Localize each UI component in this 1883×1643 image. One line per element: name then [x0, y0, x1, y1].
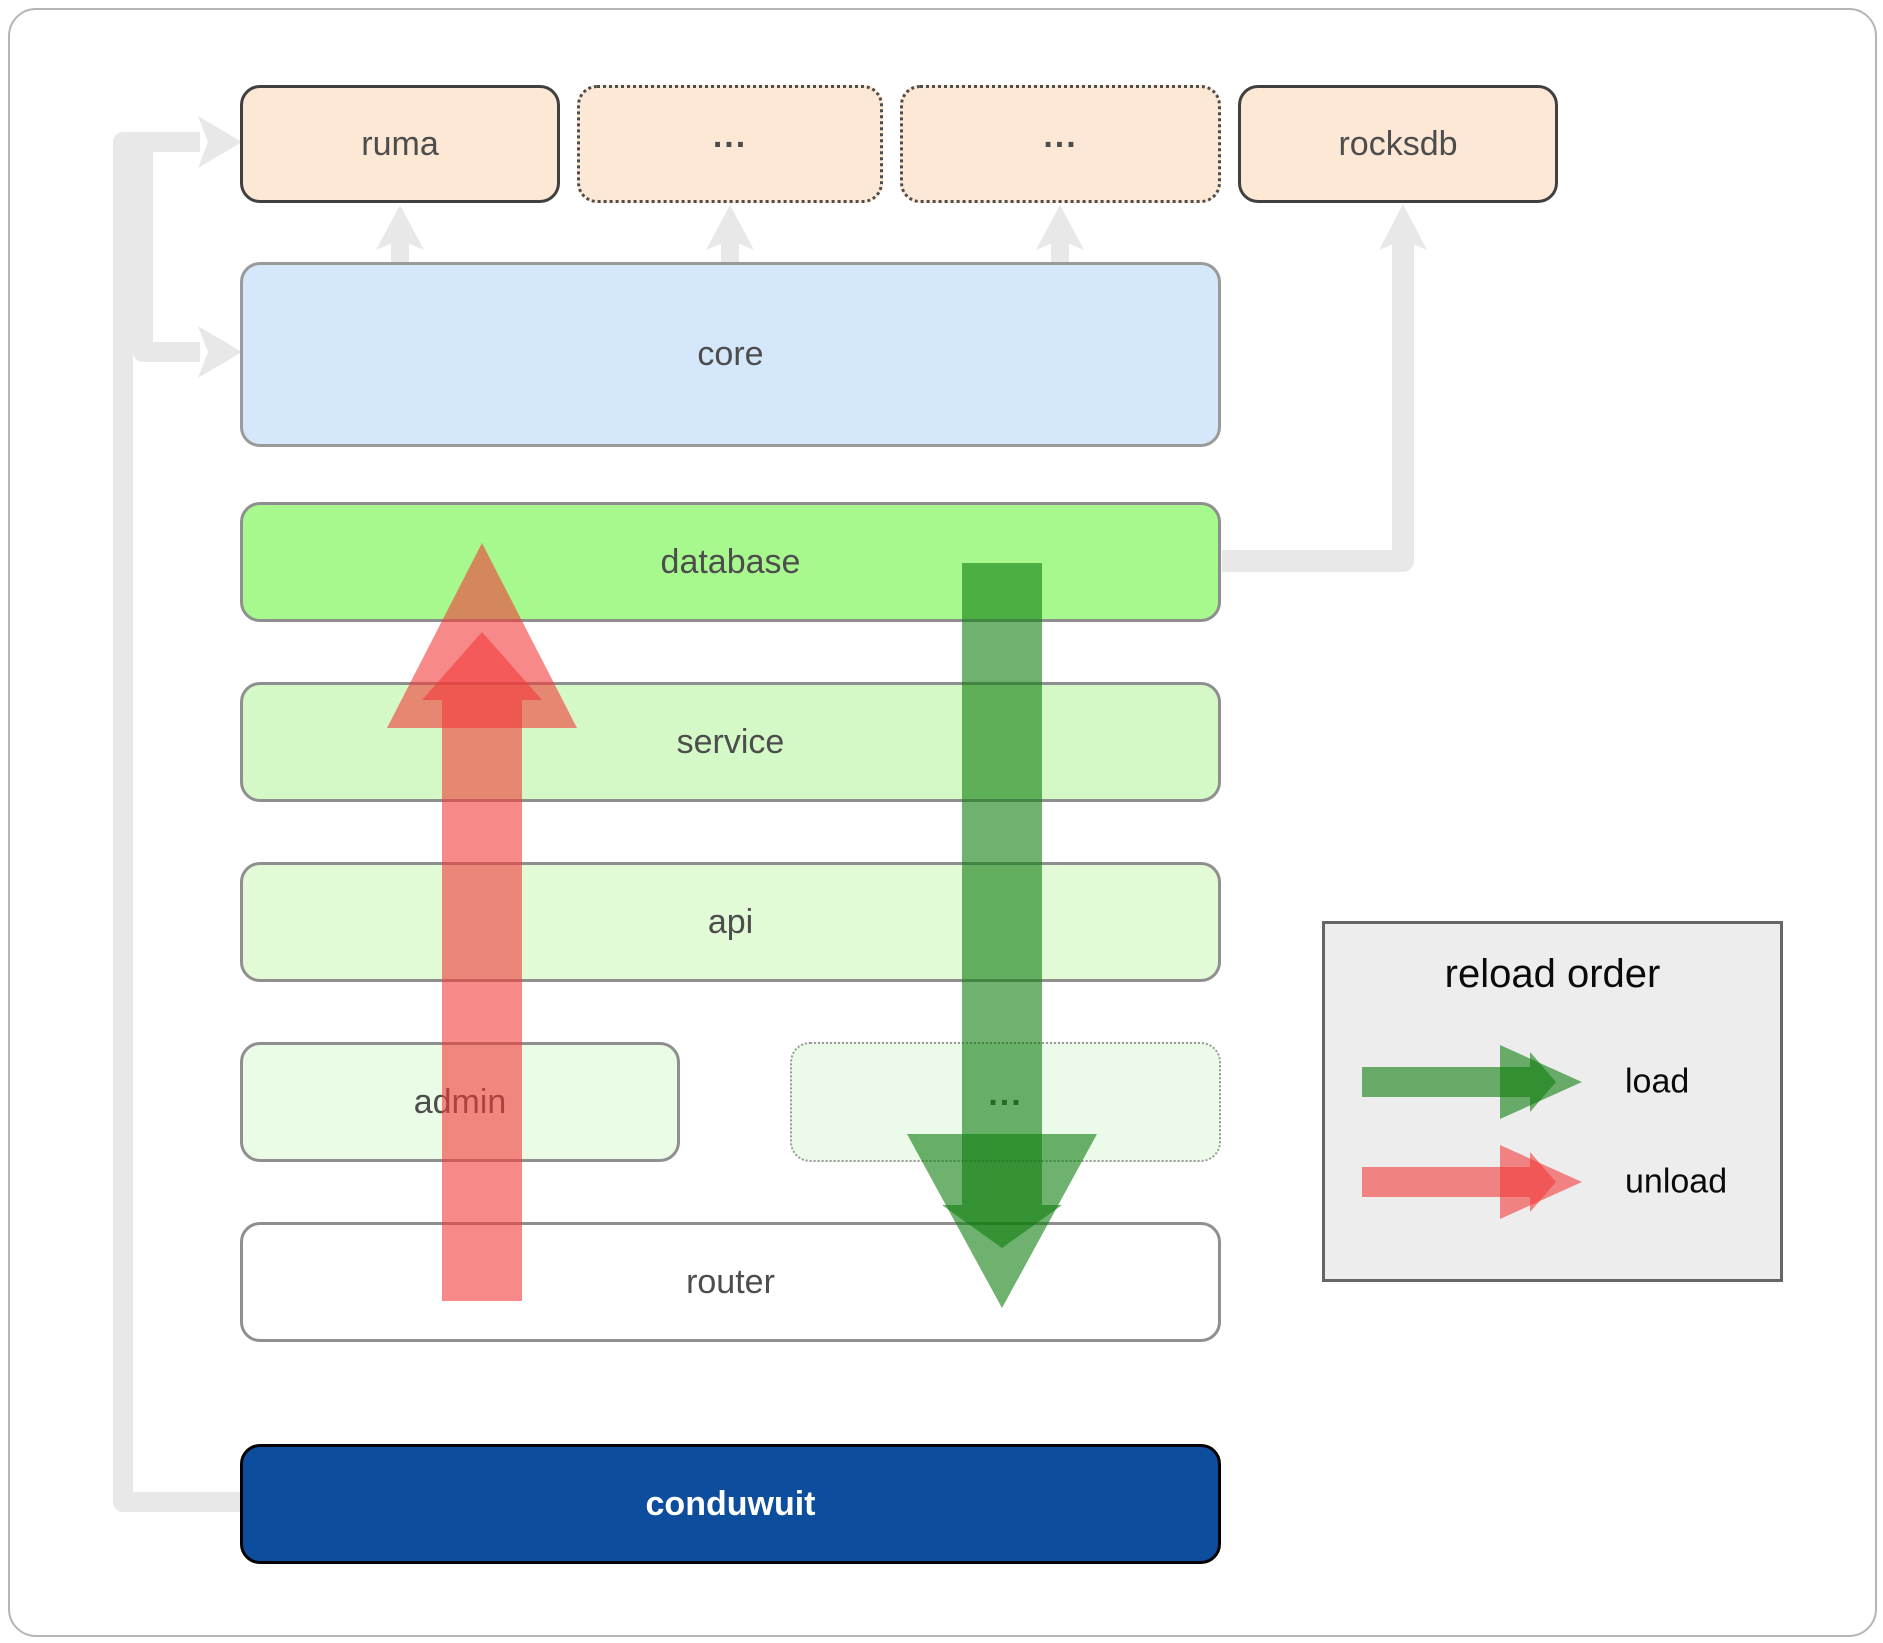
- node-conduwuit: conduwuit: [240, 1444, 1221, 1564]
- node-admin-ellipsis-label: ...: [988, 1074, 1023, 1113]
- node-admin: admin: [240, 1042, 680, 1162]
- node-rocksdb-label: rocksdb: [1338, 124, 1458, 163]
- legend-unload-label: unload: [1625, 1162, 1728, 1201]
- node-rocksdb: rocksdb: [1238, 85, 1558, 203]
- node-api-label: api: [707, 902, 754, 941]
- node-top-ellipsis-1: ...: [577, 85, 883, 203]
- node-admin-ellipsis: ...: [790, 1042, 1221, 1162]
- node-ruma-label: ruma: [361, 124, 439, 163]
- node-top-ellipsis-1-label: ...: [712, 116, 748, 155]
- diagram-outer-frame: [8, 8, 1877, 1637]
- node-service-label: service: [676, 722, 785, 761]
- node-conduwuit-label: conduwuit: [645, 1484, 816, 1523]
- node-router: router: [240, 1222, 1221, 1342]
- node-router-label: router: [686, 1262, 775, 1301]
- node-admin-label: admin: [413, 1082, 507, 1121]
- node-service: service: [240, 682, 1221, 802]
- node-database-label: database: [660, 542, 801, 581]
- node-database: database: [240, 502, 1221, 622]
- node-core-label: core: [697, 335, 764, 373]
- legend-load-label: load: [1625, 1062, 1690, 1101]
- node-core: core: [240, 262, 1221, 447]
- node-top-ellipsis-2: ...: [900, 85, 1221, 203]
- node-ruma: ruma: [240, 85, 560, 203]
- node-top-ellipsis-2-label: ...: [1043, 116, 1078, 155]
- node-api: api: [240, 862, 1221, 982]
- legend-title: reload order: [1444, 952, 1661, 996]
